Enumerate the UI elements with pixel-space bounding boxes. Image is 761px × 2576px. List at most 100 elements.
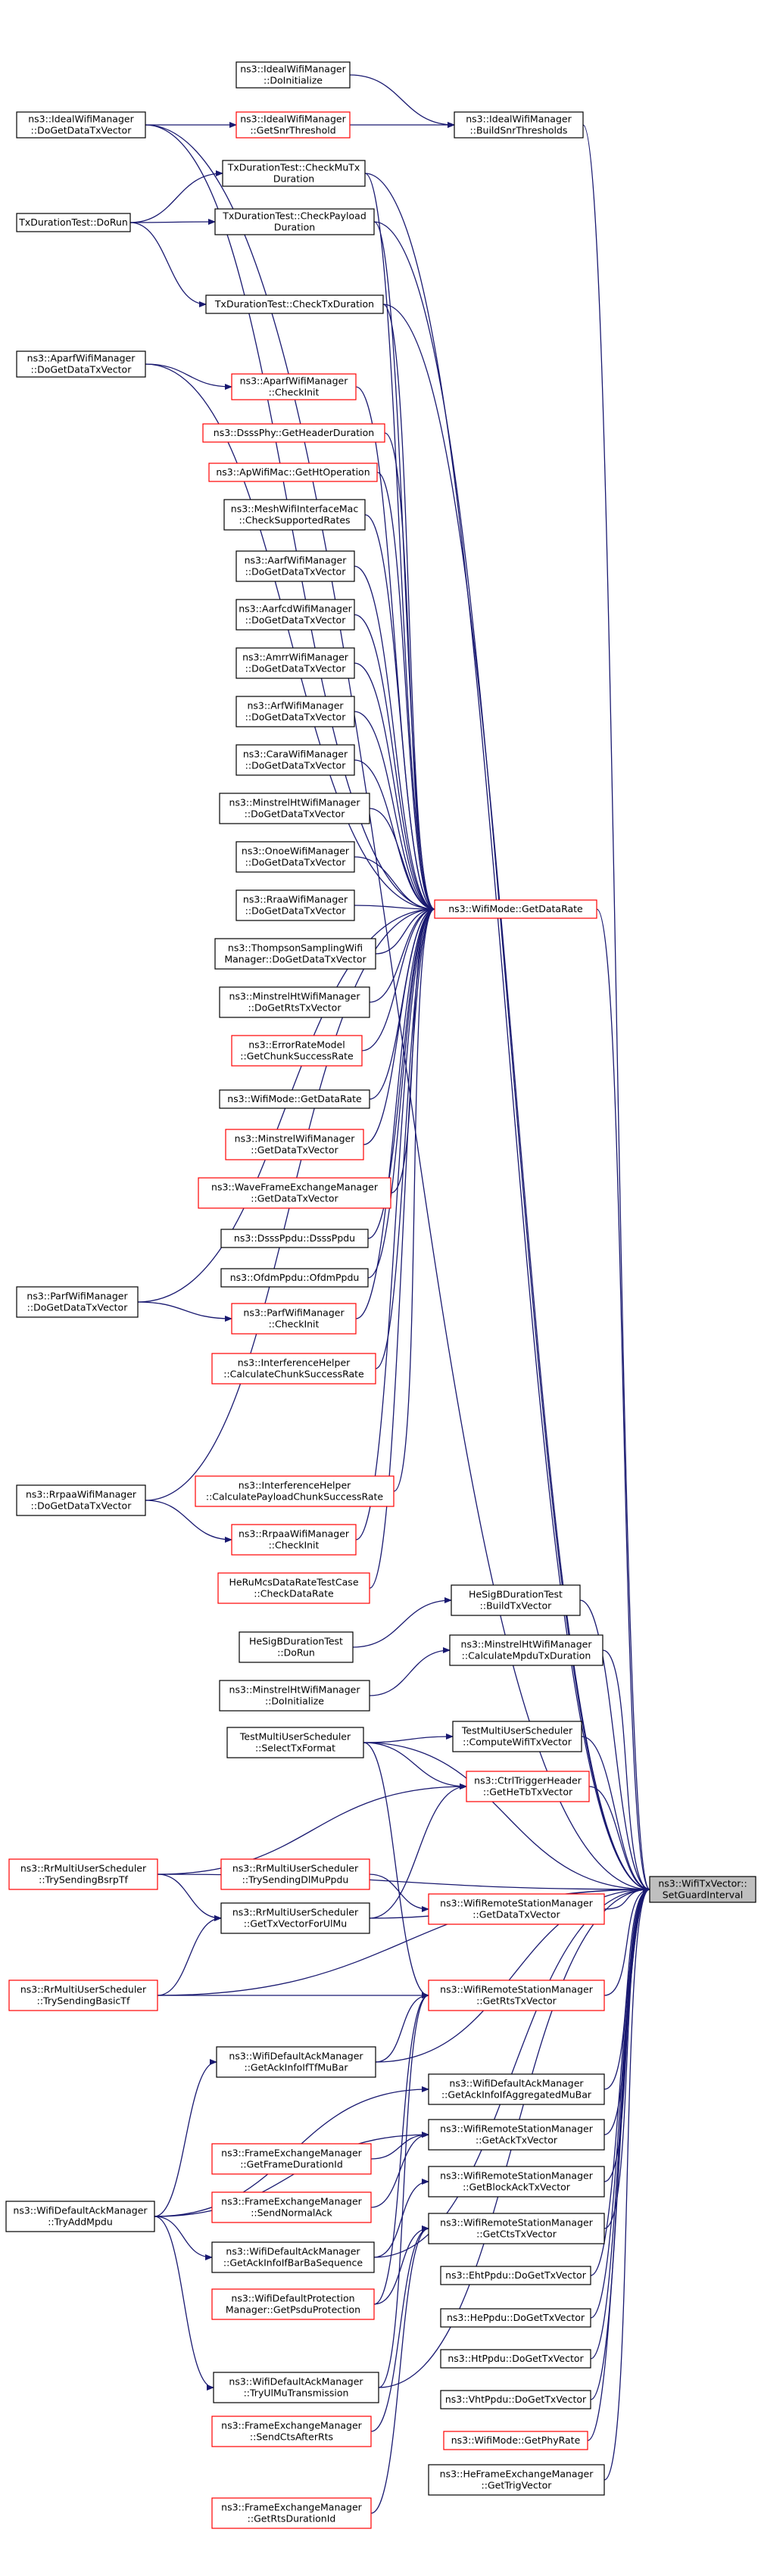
graph-node[interactable]: ns3::IdealWifiManager::BuildSnrThreshold… bbox=[454, 111, 584, 139]
graph-node[interactable]: ns3::WifiDefaultAckManager::GetAckInfoIf… bbox=[428, 2073, 605, 2105]
node-label: ::TryAddMpdu bbox=[48, 2216, 113, 2228]
node-box bbox=[428, 2213, 605, 2244]
graph-node[interactable]: ns3::IdealWifiManager::GetSnrThreshold bbox=[235, 111, 351, 139]
node-box bbox=[235, 599, 355, 631]
edge-n_fem_rtsdur-to-n_rsm_cts bbox=[370, 2226, 429, 2514]
node-box bbox=[428, 2464, 605, 2496]
graph-node[interactable]: ns3::MinstrelHtWifiManager::DoGetRtsTxVe… bbox=[219, 986, 370, 1018]
graph-node[interactable]: ns3::WaveFrameExchangeManager::GetDataTx… bbox=[198, 1177, 391, 1209]
graph-node[interactable]: ns3::WifiDefaultAckManager::GetAckInfoIf… bbox=[211, 2241, 375, 2273]
graph-node[interactable]: ns3::DsssPhy::GetHeaderDuration bbox=[202, 423, 385, 443]
graph-node[interactable]: HeSigBDurationTest::BuildTxVector bbox=[451, 1584, 581, 1616]
graph-node[interactable]: ns3::DsssPpdu::DsssPpdu bbox=[220, 1229, 369, 1248]
graph-node[interactable]: ns3::RrMultiUserScheduler::GetTxVectorFo… bbox=[220, 1902, 370, 1934]
edge-n_dack_tryadd-to-n_dack_barseq bbox=[154, 2216, 213, 2260]
node-label: ::CheckInit bbox=[269, 1319, 320, 1330]
graph-node[interactable]: ns3::RrMultiUserScheduler::TrySendingBas… bbox=[8, 1980, 158, 2011]
node-label: ns3::IdealWifiManager bbox=[240, 64, 346, 75]
node-box bbox=[211, 2191, 372, 2223]
edge-n_ap_ht-to-n_getdatarate bbox=[376, 472, 435, 912]
graph-node[interactable]: ns3::WifiRemoteStationManager::GetRtsTxV… bbox=[428, 1980, 605, 2011]
graph-node[interactable]: ns3::AarfWifiManager::DoGetDataTxVector bbox=[235, 550, 355, 582]
graph-node[interactable]: ns3::RrMultiUserScheduler::TrySendingDlM… bbox=[220, 1858, 370, 1890]
graph-node[interactable]: HeSigBDurationTest::DoRun bbox=[239, 1631, 354, 1663]
graph-node[interactable]: ns3::FrameExchangeManager::GetRtsDuratio… bbox=[211, 2497, 372, 2529]
graph-node[interactable]: ns3::VhtPpdu::DoGetTxVector bbox=[440, 2390, 591, 2409]
graph-node[interactable]: ns3::RraaWifiManager::DoGetDataTxVector bbox=[235, 889, 355, 921]
graph-node[interactable]: ns3::HeFrameExchangeManager::GetTrigVect… bbox=[428, 2464, 605, 2496]
node-label: ::DoGetDataTxVector bbox=[245, 857, 347, 868]
graph-node[interactable]: ns3::AarfcdWifiManager::DoGetDataTxVecto… bbox=[235, 599, 355, 631]
node-box bbox=[235, 61, 351, 89]
graph-node[interactable]: ns3::CaraWifiManager::DoGetDataTxVector bbox=[235, 744, 355, 776]
graph-node[interactable]: ns3::RrMultiUserScheduler::TrySendingBsr… bbox=[8, 1858, 158, 1890]
edge-n_rr_bsrp-to-n_ctrl_trigger bbox=[157, 1783, 467, 1875]
graph-node[interactable]: ns3::ParfWifiManager::DoGetDataTxVector bbox=[16, 1286, 139, 1318]
graph-node[interactable]: ns3::WifiDefaultAckManager::TryAddMpdu bbox=[5, 2201, 155, 2232]
graph-node[interactable]: ns3::WifiRemoteStationManager::GetAckTxV… bbox=[428, 2119, 605, 2151]
graph-node[interactable]: ns3::OfdmPpdu::OfdmPpdu bbox=[220, 1268, 369, 1288]
graph-node[interactable]: ns3::WifiRemoteStationManager::GetBlockA… bbox=[428, 2166, 605, 2198]
graph-node[interactable]: ns3::HtPpdu::DoGetTxVector bbox=[440, 2349, 591, 2369]
graph-node[interactable]: ns3::CtrlTriggerHeader::GetHeTbTxVector bbox=[466, 1771, 590, 1802]
graph-node[interactable]: ns3::WifiMode::GetDataRate bbox=[434, 899, 597, 919]
node-box bbox=[216, 2046, 376, 2078]
graph-node[interactable]: ns3::RrpaaWifiManager::DoGetDataTxVector bbox=[16, 1484, 146, 1516]
node-box bbox=[231, 1303, 357, 1335]
graph-node[interactable]: ns3::IdealWifiManager::DoInitialize bbox=[235, 61, 351, 89]
node-label: ns3::MinstrelHtWifiManager bbox=[461, 1639, 593, 1650]
graph-node[interactable]: TestMultiUserScheduler::SelectTxFormat bbox=[226, 1727, 364, 1758]
node-box bbox=[217, 1572, 370, 1604]
node-label: ns3::RraaWifiManager bbox=[243, 894, 348, 905]
edge-n_rr_dlmu-to-n_rsm_data bbox=[369, 1874, 429, 1912]
graph-node[interactable]: ns3::IdealWifiManager::DoGetDataTxVector bbox=[16, 111, 146, 139]
graph-node[interactable]: HeRuMcsDataRateTestCase::CheckDataRate bbox=[217, 1572, 370, 1604]
graph-node[interactable]: TxDurationTest::CheckTxDuration bbox=[205, 294, 384, 314]
graph-node[interactable]: ns3::RrpaaWifiManager::CheckInit bbox=[231, 1524, 357, 1556]
graph-node[interactable]: TestMultiUserScheduler::ComputeWifiTxVec… bbox=[452, 1721, 582, 1752]
node-label: ::DoGetDataTxVector bbox=[27, 1302, 129, 1313]
graph-node[interactable]: ns3::MinstrelHtWifiManager::DoInitialize bbox=[219, 1680, 370, 1712]
graph-node[interactable]: ns3::MinstrelHtWifiManager::CalculateMpd… bbox=[449, 1634, 603, 1666]
edge-n_dsssppdu-to-n_getdatarate bbox=[367, 906, 435, 1239]
graph-node[interactable]: ns3::MinstrelWifiManager::GetDataTxVecto… bbox=[225, 1129, 364, 1160]
graph-node[interactable]: ns3::WifiTxVector::SetGuardInterval bbox=[649, 1876, 756, 1903]
node-label: HeRuMcsDataRateTestCase bbox=[229, 1577, 358, 1588]
graph-node[interactable]: ns3::FrameExchangeManager::SendNormalAck bbox=[211, 2191, 372, 2223]
graph-node[interactable]: TxDurationTest::DoRun bbox=[16, 213, 131, 232]
graph-node[interactable]: ns3::AparfWifiManager::CheckInit bbox=[231, 373, 357, 400]
graph-node[interactable]: ns3::AparfWifiManager::DoGetDataTxVector bbox=[16, 350, 146, 378]
graph-node[interactable]: ns3::ParfWifiManager::CheckInit bbox=[231, 1303, 357, 1335]
graph-node[interactable]: ns3::ApWifiMac::GetHtOperation bbox=[208, 463, 378, 482]
graph-node[interactable]: ns3::MinstrelHtWifiManager::DoGetDataTxV… bbox=[219, 793, 370, 824]
graph-node[interactable]: ns3::ThompsonSamplingWifiManager::DoGetD… bbox=[214, 938, 376, 970]
graph-node[interactable]: ns3::WifiRemoteStationManager::GetCtsTxV… bbox=[428, 2213, 605, 2244]
graph-node[interactable]: ns3::EhtPpdu::DoGetTxVector bbox=[440, 2266, 591, 2285]
node-label: ::GetBlockAckTxVector bbox=[463, 2182, 571, 2193]
node-label: ns3::OfdmPpdu::OfdmPpdu bbox=[230, 1272, 360, 1283]
graph-node[interactable]: ns3::WifiRemoteStationManager::GetDataTx… bbox=[428, 1893, 605, 1925]
graph-node[interactable]: ns3::WifiDefaultAckManager::TryUlMuTrans… bbox=[213, 2372, 379, 2403]
graph-node[interactable]: ns3::ErrorRateModel::GetChunkSuccessRate bbox=[231, 1035, 363, 1067]
graph-node[interactable]: ns3::OnoeWifiManager::DoGetDataTxVector bbox=[235, 841, 355, 873]
node-box bbox=[211, 2288, 375, 2320]
node-label: ns3::HePpdu::DoGetTxVector bbox=[447, 2312, 585, 2323]
graph-node[interactable]: ns3::WifiDefaultAckManager::GetAckInfoIf… bbox=[216, 2046, 376, 2078]
edge-n_dack_tryadd-to-n_rsm_ack bbox=[154, 2132, 429, 2217]
node-label: ns3::IdealWifiManager bbox=[240, 114, 346, 125]
graph-node[interactable]: ns3::HePpdu::DoGetTxVector bbox=[440, 2308, 591, 2328]
graph-node[interactable]: ns3::WifiDefaultProtectionManager::GetPs… bbox=[211, 2288, 375, 2320]
graph-node[interactable]: ns3::AmrrWifiManager::DoGetDataTxVector bbox=[235, 647, 355, 679]
graph-node[interactable]: ns3::InterferenceHelper::CalculatePayloa… bbox=[195, 1475, 395, 1507]
graph-node[interactable]: ns3::InterferenceHelper::CalculateChunkS… bbox=[211, 1353, 376, 1385]
graph-node[interactable]: ns3::MeshWifiInterfaceMac::CheckSupporte… bbox=[223, 499, 366, 531]
node-label: ::BuildSnrThresholds bbox=[470, 125, 568, 136]
graph-node[interactable]: ns3::WifiMode::GetDataRate bbox=[219, 1089, 370, 1109]
graph-node[interactable]: ns3::FrameExchangeManager::SendCtsAfterR… bbox=[211, 2416, 372, 2447]
graph-node[interactable]: ns3::WifiMode::GetPhyRate bbox=[443, 2431, 588, 2450]
graph-node[interactable]: ns3::ArfWifiManager::DoGetDataTxVector bbox=[235, 696, 355, 727]
graph-node[interactable]: ns3::FrameExchangeManager::GetFrameDurat… bbox=[211, 2143, 372, 2175]
node-box bbox=[8, 1980, 158, 2011]
